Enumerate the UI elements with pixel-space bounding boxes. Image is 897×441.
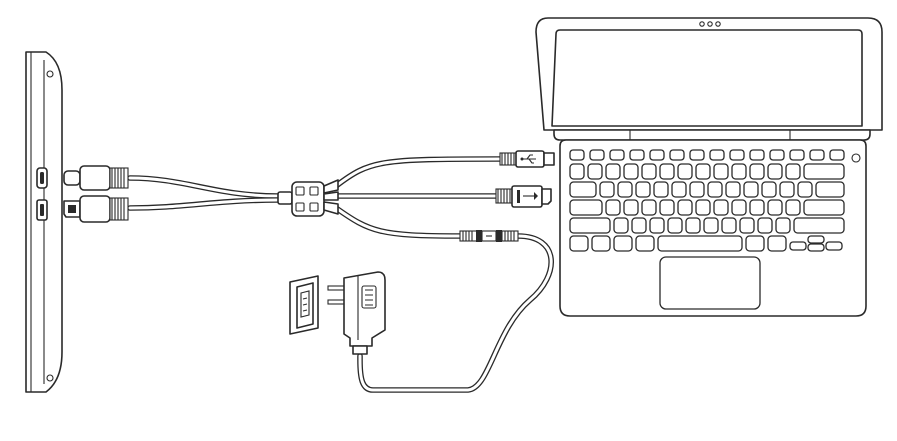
webcam [699,21,721,27]
pen-display [25,51,63,393]
usb-a-plug [499,150,555,168]
hdmi-plug [63,195,129,223]
trackpad [659,256,761,310]
display-usb-c-port [36,167,48,189]
hdmi-a-plug [495,185,552,208]
usb-icon [520,154,536,164]
laptop-screen [535,17,883,131]
display-hdmi-port [36,199,48,221]
wall-socket [289,275,319,335]
cable-splitter [277,179,339,217]
laptop-base [559,139,867,317]
dc-barrel-plug [459,230,519,242]
laptop [535,17,883,317]
cable-lines [127,156,554,393]
keyboard [569,149,845,252]
usb-c-plug [63,165,129,191]
power-adapter [327,271,386,355]
hdmi-icon [517,190,538,203]
